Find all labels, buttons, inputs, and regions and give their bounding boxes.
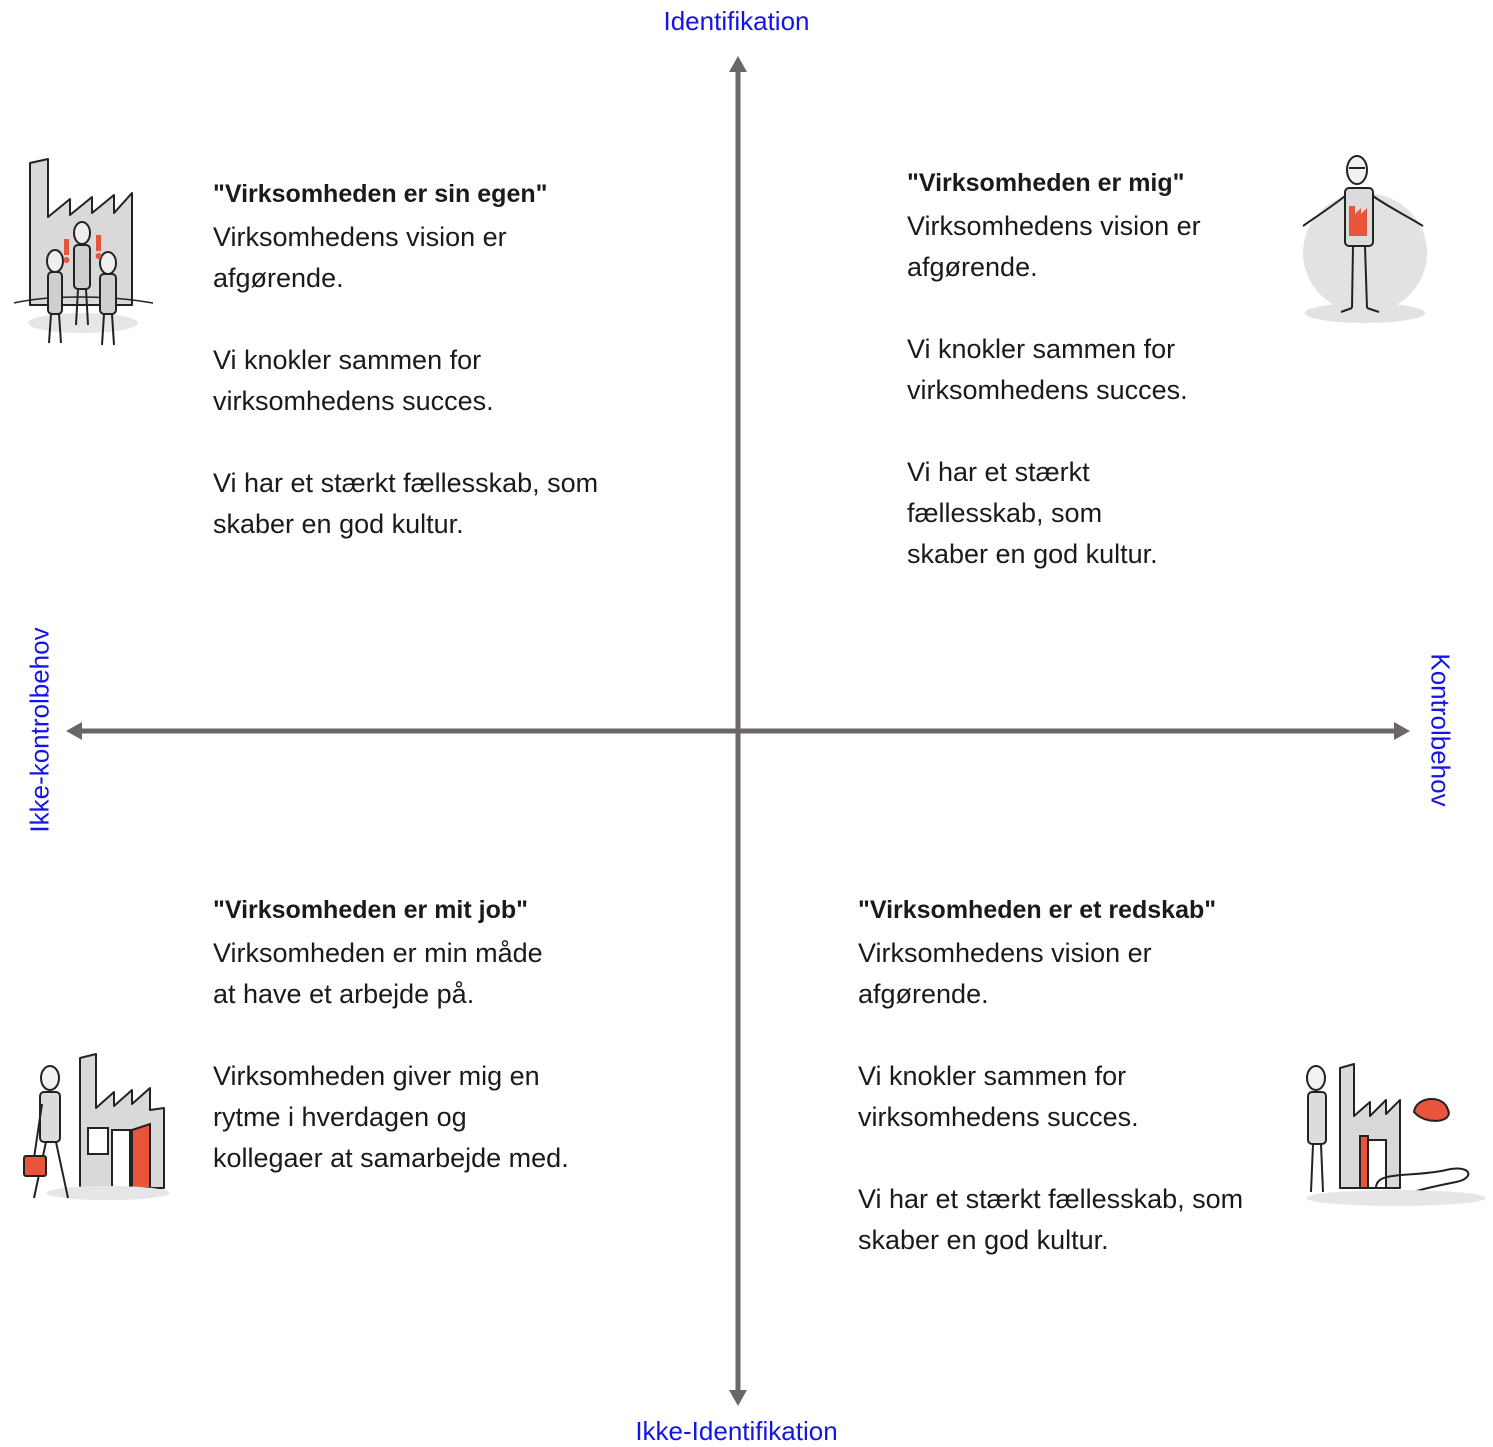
quadrant-text: Vi har et stærkt fællesskab, som skaber …	[907, 457, 1158, 569]
quadrant-text: Virksomhedens vision er afgørende.	[213, 222, 507, 293]
factory-group-illustration	[13, 158, 154, 346]
quadrant-title: "Virksomheden er sin egen"	[213, 180, 548, 208]
quadrant-text: Vi har et stærkt fællesskab, som skaber …	[213, 468, 599, 539]
quadrant-bottom-left: "Virksomheden er mit job" Virksomheden e…	[213, 893, 583, 1220]
quadrant-text: Virksomhedens vision er afgørende.	[858, 938, 1152, 1009]
person-factory-shirt-illustration	[1302, 155, 1427, 323]
quadrant-text: Vi knokler sammen for virksomhedens succ…	[907, 334, 1188, 405]
axis-arrow-bottom	[729, 1390, 747, 1406]
quadrant-title: "Virksomheden er et redskab"	[858, 896, 1217, 924]
axis-label-control-need: Kontrolbehov	[1425, 653, 1456, 807]
quadrant-text: Virksomheden er min måde at have et arbe…	[213, 938, 543, 1009]
axis-label-no-control-need: Ikke-kontrolbehov	[24, 627, 55, 833]
quadrant-text: Virksomheden giver mig en rytme i hverda…	[213, 1061, 569, 1173]
quadrant-text: Vi har et stærkt fællesskab, som skaber …	[858, 1184, 1244, 1255]
axis-label-non-identification: Ikke-Identifikation	[635, 1416, 838, 1446]
quadrant-title: "Virksomheden er mig"	[907, 169, 1185, 197]
person-walking-from-factory-illustration	[23, 1053, 170, 1200]
quadrant-text: Virksomhedens vision er afgørende.	[907, 211, 1201, 282]
axis-label-identification: Identifikation	[663, 6, 810, 36]
axis-arrow-right	[1394, 722, 1410, 740]
axis-arrow-top	[729, 56, 747, 72]
quadrant-text: Vi knokler sammen for virksomhedens succ…	[213, 345, 494, 416]
quadrant-bottom-right: "Virksomheden er et redskab" Virksomhede…	[858, 893, 1288, 1302]
quadrant-title: "Virksomheden er mit job"	[213, 896, 528, 924]
quadrant-top-right: "Virksomheden er mig" Virksomhedens visi…	[907, 166, 1201, 616]
quadrant-top-left: "Virksomheden er sin egen" Virksomhedens…	[213, 177, 613, 586]
quadrant-text: Vi knokler sammen for virksomhedens succ…	[858, 1061, 1139, 1132]
axis-arrow-left	[66, 722, 82, 740]
person-factory-road-illustration	[1306, 1063, 1486, 1206]
